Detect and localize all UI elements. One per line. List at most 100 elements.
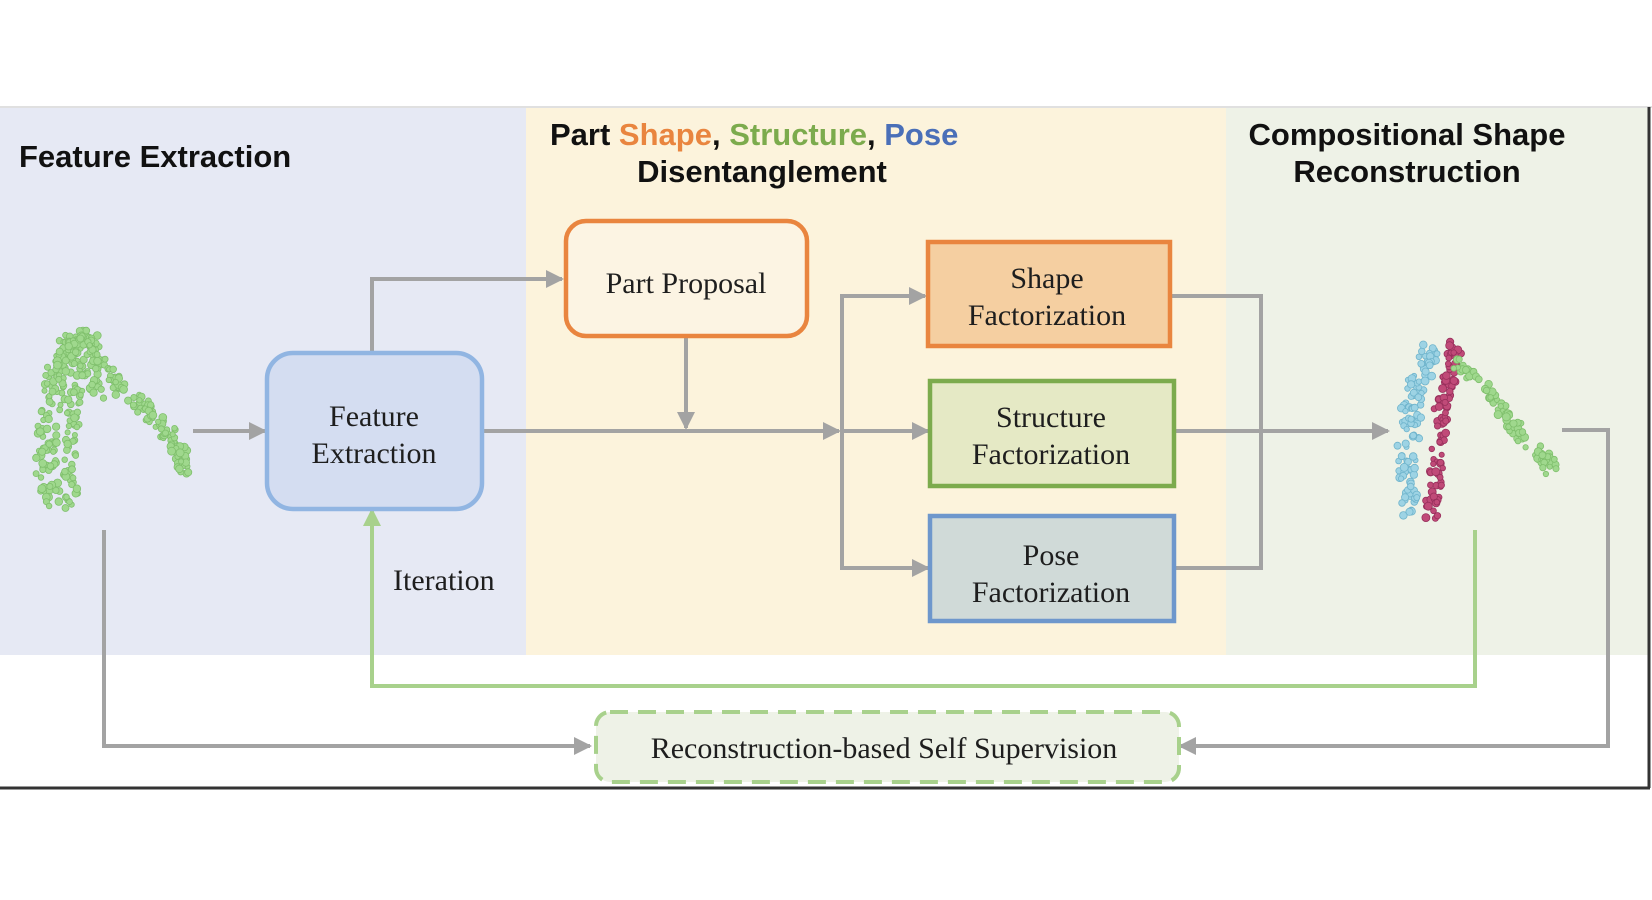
structure-factorization-box <box>927 378 1177 489</box>
point <box>1415 353 1423 360</box>
point <box>52 431 61 440</box>
point <box>1427 481 1434 489</box>
point <box>1408 452 1418 461</box>
point <box>51 422 61 431</box>
point <box>70 360 78 367</box>
point <box>71 431 78 438</box>
point <box>1444 360 1452 367</box>
point <box>38 459 47 468</box>
point <box>45 502 53 510</box>
self-supervision-box <box>594 710 1181 784</box>
point <box>101 355 109 363</box>
point <box>1436 473 1444 481</box>
point <box>1421 367 1430 376</box>
point <box>1403 426 1410 433</box>
point <box>1487 394 1494 401</box>
point <box>171 425 178 432</box>
point <box>1438 451 1445 458</box>
point <box>1462 365 1470 374</box>
point <box>148 410 158 420</box>
point <box>78 371 87 380</box>
point <box>1439 464 1446 472</box>
point <box>1397 452 1406 461</box>
point <box>1419 340 1428 349</box>
point <box>63 493 70 501</box>
point <box>134 408 142 416</box>
point <box>1398 499 1406 507</box>
input-point-cloud <box>32 326 193 512</box>
point <box>57 401 64 408</box>
part-proposal-box <box>563 218 810 339</box>
pose-factorization-box <box>927 513 1177 624</box>
point <box>48 387 57 396</box>
point <box>1538 451 1547 460</box>
point <box>1413 494 1421 501</box>
part-proposal-box-label: Part Proposal <box>606 267 767 300</box>
point <box>1546 463 1553 470</box>
point <box>1427 371 1436 381</box>
point <box>56 406 64 414</box>
iteration-label: Iteration <box>393 564 495 597</box>
point <box>1441 428 1450 438</box>
point <box>37 484 47 494</box>
point <box>61 456 68 463</box>
point <box>1437 481 1445 489</box>
point <box>68 465 76 474</box>
point <box>32 470 40 478</box>
point <box>1434 402 1444 411</box>
point <box>41 387 48 394</box>
point <box>1501 412 1511 422</box>
point <box>64 409 71 417</box>
point <box>70 413 79 423</box>
point <box>1539 464 1547 472</box>
shape-factorization-box-line1: Shape <box>1010 262 1083 295</box>
point <box>1442 409 1449 417</box>
point <box>64 342 73 351</box>
point <box>1433 499 1440 506</box>
point <box>1401 439 1410 448</box>
disentanglement-header-line2: Disentanglement <box>637 154 887 189</box>
point <box>1437 458 1445 467</box>
point <box>71 348 80 356</box>
point <box>136 397 143 404</box>
pose-factorization-box-line2: Factorization <box>972 576 1130 609</box>
reconstruction-panel <box>1226 107 1650 655</box>
point <box>1436 438 1443 446</box>
point <box>42 371 50 379</box>
point <box>1433 512 1442 520</box>
point <box>77 362 84 369</box>
point <box>1410 403 1419 412</box>
point <box>1442 371 1451 380</box>
point <box>1450 365 1457 372</box>
point <box>38 447 47 456</box>
point <box>61 367 71 376</box>
point <box>1421 513 1431 522</box>
point <box>1405 507 1414 516</box>
point <box>1398 475 1405 482</box>
point <box>1430 460 1437 467</box>
point <box>1399 511 1408 520</box>
reconstruction-header-line1: Compositional Shape <box>1249 117 1566 152</box>
shape-factorization-box <box>925 239 1173 349</box>
point <box>76 398 84 406</box>
point <box>1522 444 1529 451</box>
point <box>1416 413 1426 422</box>
point <box>46 482 54 490</box>
point <box>169 431 176 438</box>
arrow-feature-to-proposal <box>370 270 564 353</box>
point <box>44 414 53 424</box>
point <box>1425 361 1434 370</box>
point <box>1438 384 1447 393</box>
point <box>92 364 100 373</box>
point <box>1393 441 1402 450</box>
point <box>1433 350 1441 358</box>
point <box>65 422 73 430</box>
point <box>1420 376 1430 386</box>
point <box>1497 402 1504 410</box>
point <box>1552 465 1560 473</box>
point <box>53 360 62 370</box>
point <box>45 397 54 406</box>
point <box>119 385 128 394</box>
point <box>97 385 105 393</box>
point <box>1445 341 1454 350</box>
